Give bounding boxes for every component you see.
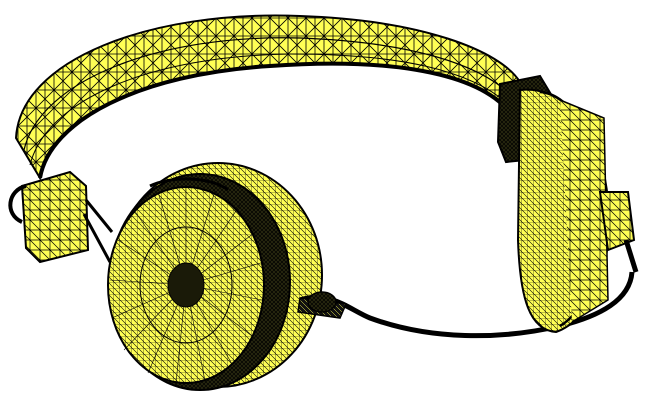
headband	[14, 14, 522, 181]
right-earcup	[516, 88, 639, 334]
cable	[297, 271, 635, 339]
left-hinge	[8, 170, 114, 264]
left-earcup	[107, 162, 323, 391]
